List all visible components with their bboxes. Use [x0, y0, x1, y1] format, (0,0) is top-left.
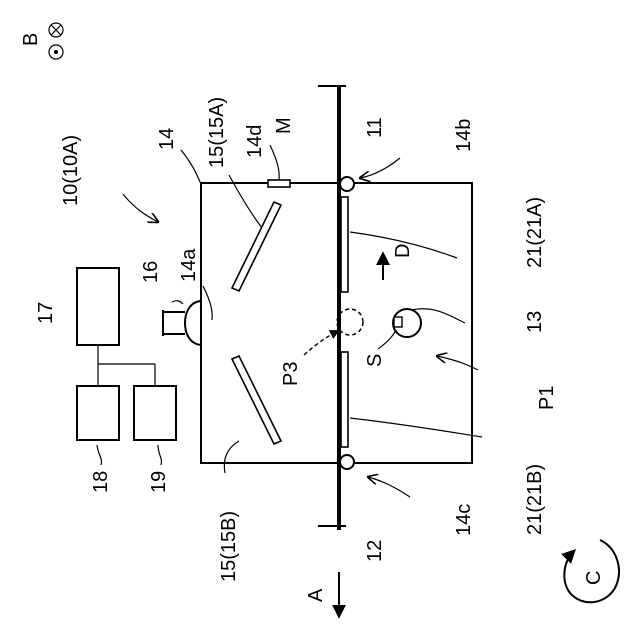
label-box-18: 18: [90, 471, 112, 493]
label-mirror-a: 15(15A): [206, 97, 228, 168]
p3-pointer: [304, 331, 338, 355]
label-p3: P3: [280, 362, 302, 386]
label-direction-a: A: [305, 588, 327, 602]
roller-12: [340, 455, 354, 469]
leader-lines: [97, 145, 482, 497]
label-box-17: 17: [35, 302, 57, 324]
label-direction-d: D: [392, 244, 414, 258]
reflector-21a: [341, 197, 348, 292]
reflector-21b: [341, 352, 348, 447]
label-hole-d: 14d: [244, 125, 266, 158]
source-13-mark: [394, 317, 402, 327]
label-mirror-b: 15(15B): [218, 511, 240, 582]
label-sensor-16: 16: [140, 261, 162, 283]
label-source-13: 13: [524, 311, 546, 333]
label-opening-b: 14b: [453, 119, 475, 152]
housing-box: [201, 183, 472, 463]
label-housing: 14: [156, 128, 178, 150]
roller-11: [340, 177, 354, 191]
connectors: [98, 345, 155, 386]
mirror-15b: [232, 356, 281, 444]
label-roller-bottom: 12: [364, 540, 386, 562]
box-19: [134, 386, 176, 440]
label-p1: P1: [536, 386, 558, 410]
box-17: [77, 268, 119, 345]
hole-14d: [268, 180, 290, 187]
box-18: [77, 386, 119, 440]
label-sheet: M: [273, 117, 295, 134]
label-reflector-a: 21(21A): [524, 197, 546, 268]
sensor-16: [163, 301, 201, 345]
label-window-14a: 14a: [178, 248, 200, 282]
label-b: B: [20, 33, 42, 46]
mirror-15a: [232, 202, 281, 291]
label-box-19: 19: [148, 471, 170, 493]
label-roller-top: 11: [364, 117, 386, 138]
labels: B 10(10A) 14 15(15A) 14d M 11 14b 21(21A…: [20, 33, 605, 602]
label-c: C: [583, 571, 605, 585]
label-s: S: [364, 354, 386, 367]
magnetic-field-symbols: [49, 23, 63, 59]
label-opening-c: 14c: [453, 504, 475, 536]
label-device: 10(10A): [60, 135, 82, 206]
label-reflector-b: 21(21B): [524, 464, 546, 535]
